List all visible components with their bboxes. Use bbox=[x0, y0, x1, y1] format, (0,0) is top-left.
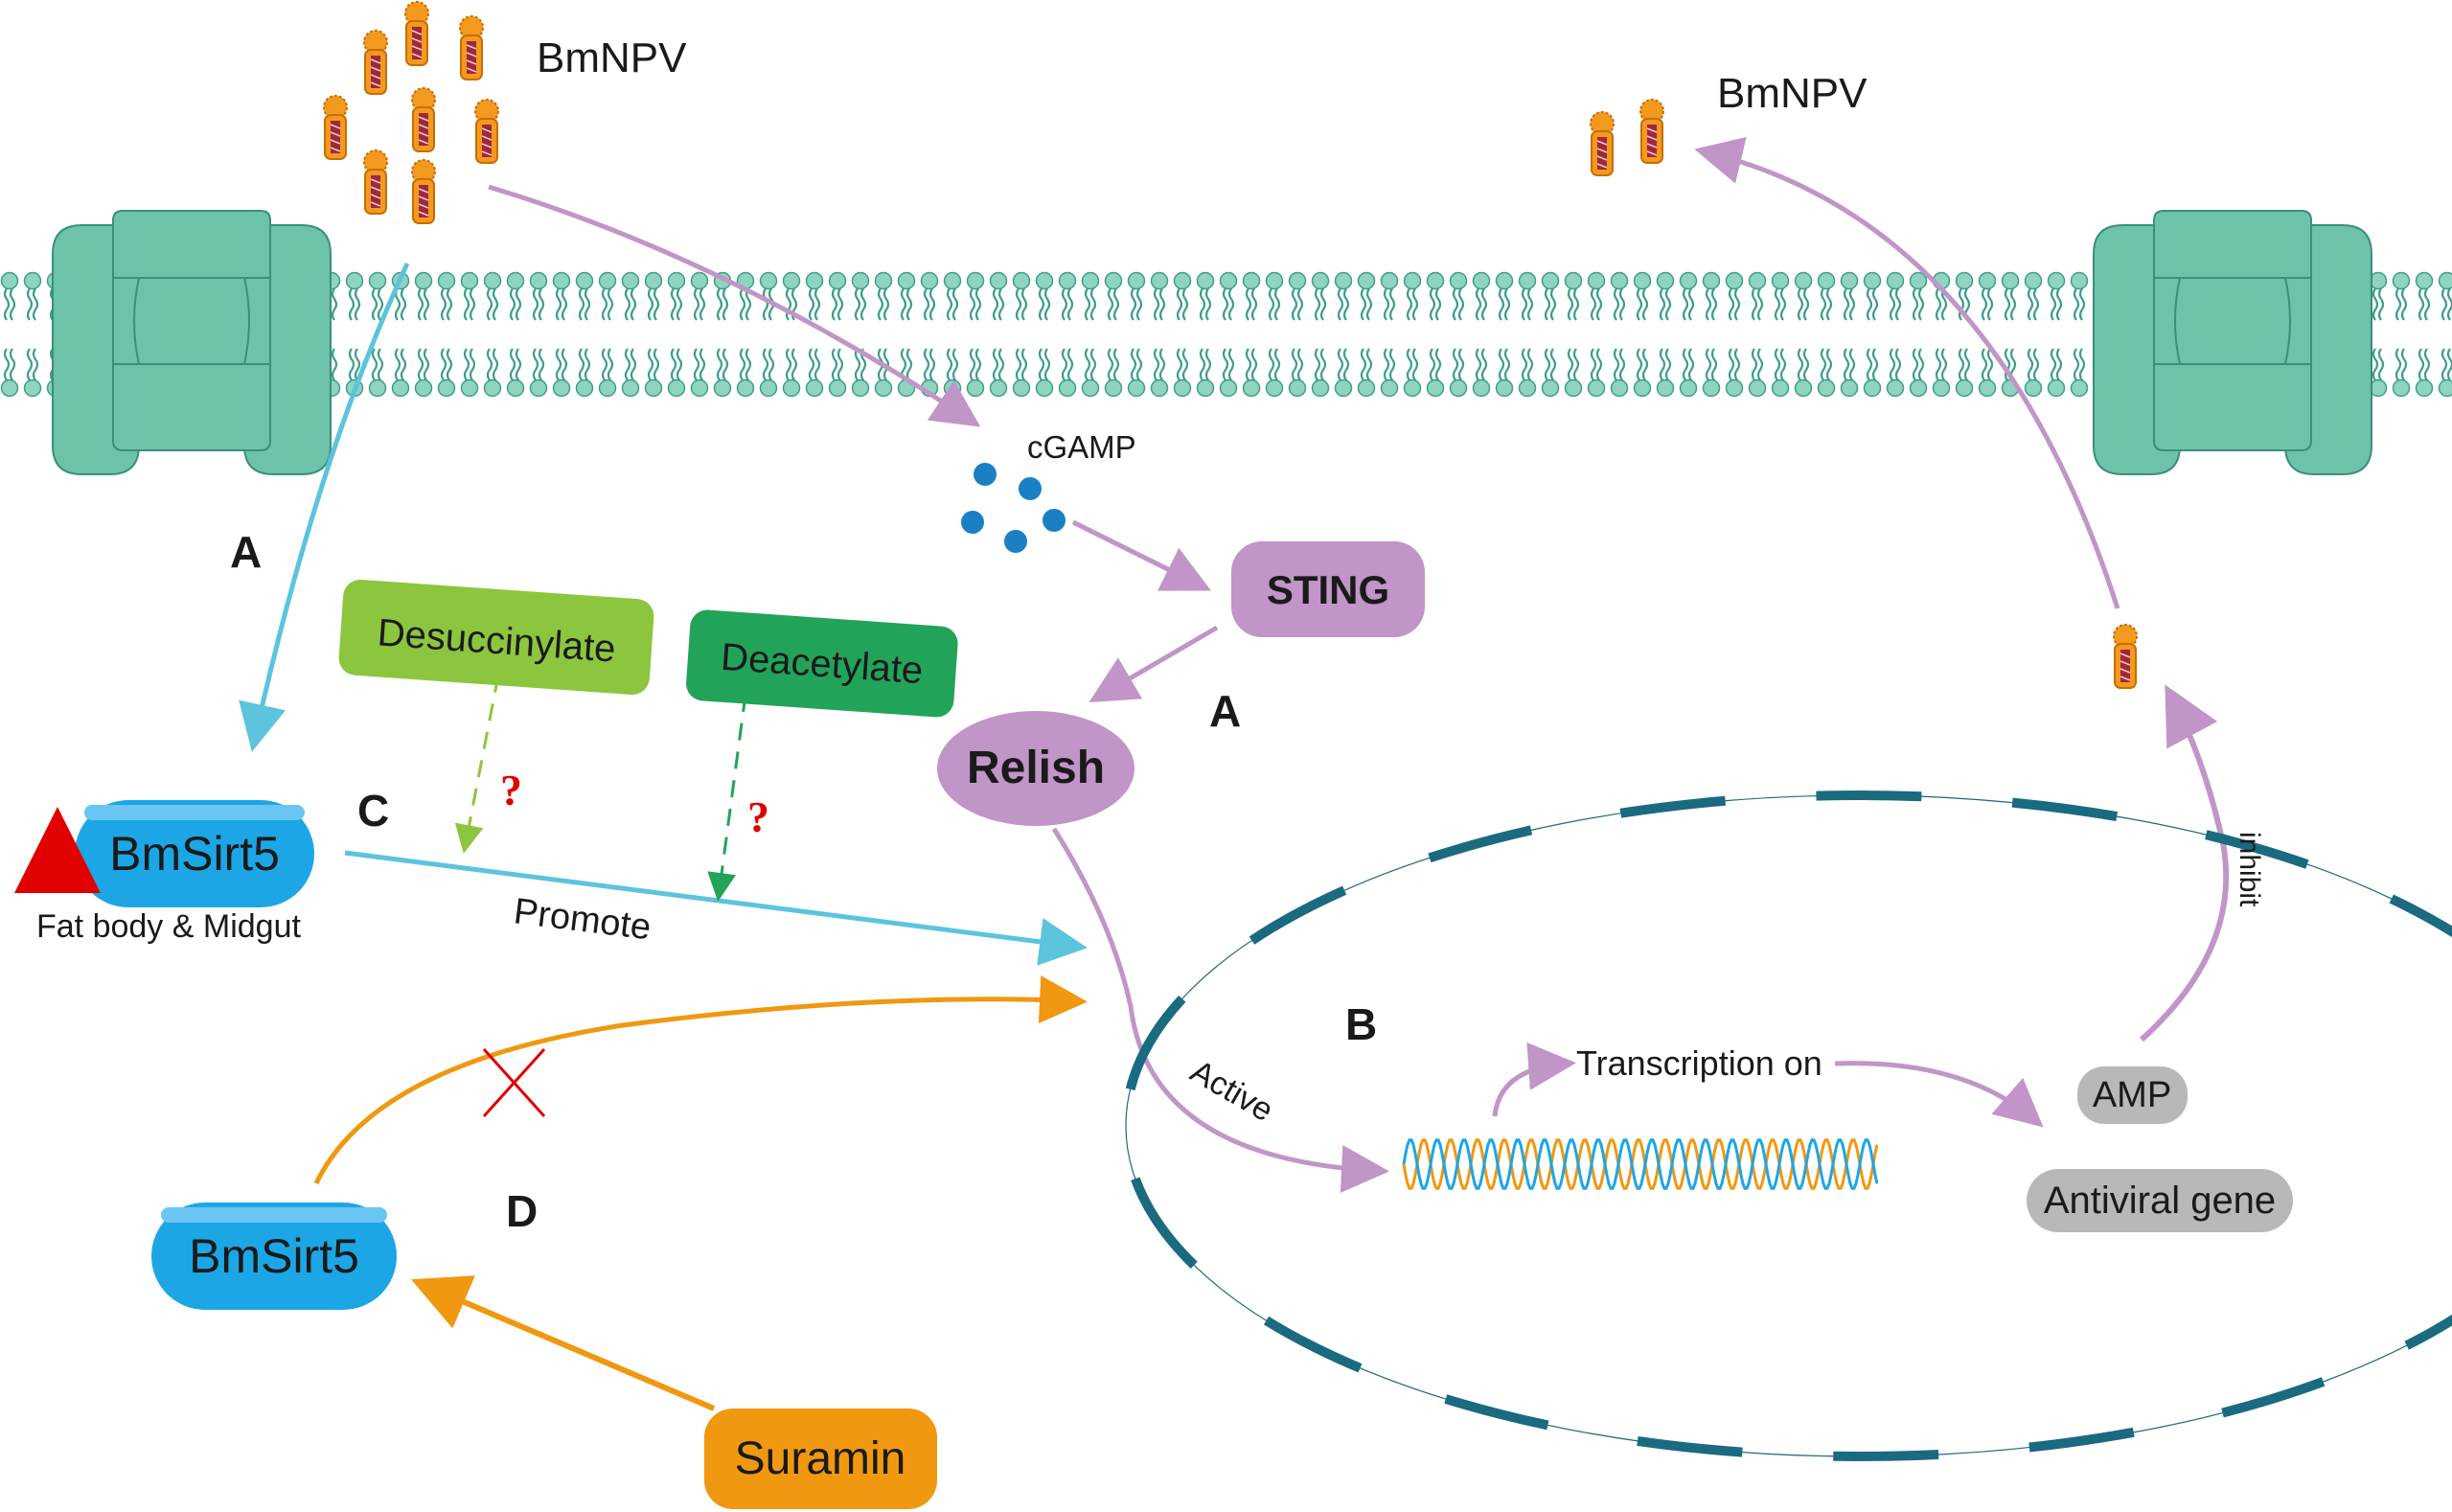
suramin-label: Suramin bbox=[735, 1433, 906, 1484]
virus-to-cgamp-arrow bbox=[488, 184, 981, 427]
question-mark-1: ? bbox=[500, 766, 522, 814]
inhibit-arrow bbox=[2139, 684, 2230, 1042]
panel-letter-d: D bbox=[506, 1186, 538, 1236]
transmembrane-channel-right bbox=[2093, 210, 2372, 475]
antiviral-gene-label: Antiviral gene bbox=[2044, 1180, 2276, 1222]
bmsirt5-bottom-label: BmSirt5 bbox=[189, 1229, 359, 1283]
transcription-to-amp-arrow bbox=[1834, 1061, 2044, 1128]
blocked-promote-arrow bbox=[313, 975, 1088, 1185]
relish-ellipse: Relish bbox=[937, 711, 1134, 826]
cgamp-molecules bbox=[961, 463, 1066, 553]
virus-exit-arrow bbox=[1694, 136, 2120, 609]
relish-label: Relish bbox=[967, 743, 1105, 793]
bmnpv-label-left: BmNPV bbox=[537, 34, 687, 81]
suramin-to-bmsirt5-arrow bbox=[410, 1275, 716, 1411]
antiviral-gene-pill: Antiviral gene bbox=[2027, 1169, 2293, 1232]
transmembrane-channel-left bbox=[52, 210, 332, 475]
sting-to-relish-arrow bbox=[1089, 625, 1219, 703]
panel-letter-c: C bbox=[357, 786, 389, 836]
panel-letter-a-left: A bbox=[230, 527, 262, 577]
nucleus bbox=[1121, 790, 2452, 1461]
amp-pill: AMP bbox=[2077, 1066, 2188, 1124]
panel-letter-a-right: A bbox=[1209, 686, 1241, 736]
question-mark-2: ? bbox=[747, 792, 769, 841]
panel-letter-b: B bbox=[1345, 999, 1377, 1049]
deacetylate-dashed-arrow bbox=[707, 694, 747, 902]
relish-active-arrow bbox=[1051, 827, 1389, 1193]
desuccinylate-dashed-arrow bbox=[454, 675, 500, 854]
sting-box: STING bbox=[1231, 541, 1425, 637]
bmnpv-virus-cluster-left bbox=[323, 1, 499, 224]
progeny-virus bbox=[2113, 624, 2138, 689]
bmnpv-virus-cluster-right bbox=[1590, 99, 1664, 176]
deacetylate-box: Deacetylate bbox=[686, 609, 958, 718]
promote-label: Promote bbox=[512, 891, 653, 948]
cgamp-to-sting-arrow bbox=[1071, 519, 1211, 591]
amp-label: AMP bbox=[2093, 1075, 2171, 1115]
fat-body-midgut-label: Fat body & Midgut bbox=[36, 908, 301, 945]
dna-to-transcription-arrow bbox=[1492, 1042, 1576, 1117]
dna-helix bbox=[1402, 1138, 1879, 1190]
inhibit-label: inhibit bbox=[2234, 832, 2265, 907]
inhibition-cross-icon bbox=[482, 1047, 546, 1118]
sting-label: STING bbox=[1267, 567, 1389, 612]
suramin-box: Suramin bbox=[704, 1409, 937, 1509]
cell-membrane bbox=[0, 271, 2452, 398]
bmsirt5-top-pill: BmSirt5 bbox=[75, 800, 314, 907]
bmnpv-label-right: BmNPV bbox=[1717, 70, 1868, 117]
bmsirt5-top-label: BmSirt5 bbox=[109, 827, 280, 881]
transcription-label: Transcription on bbox=[1576, 1043, 1822, 1083]
desuccinylate-box: Desuccinylate bbox=[338, 579, 654, 695]
promote-arrow bbox=[344, 850, 1088, 966]
bmsirt5-bottom-pill: BmSirt5 bbox=[151, 1203, 397, 1310]
active-label: Active bbox=[1184, 1053, 1279, 1129]
cgamp-label: cGAMP bbox=[1027, 429, 1136, 465]
membrane-to-bmsirt5-arrow bbox=[239, 262, 410, 752]
